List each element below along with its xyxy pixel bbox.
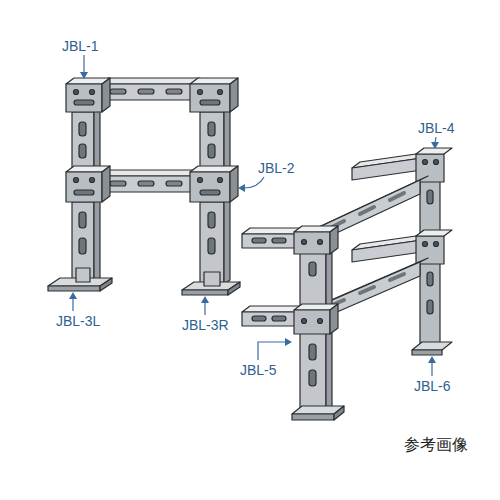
part-label: JBL-6 — [414, 378, 451, 394]
part-label: JBL-1 — [62, 38, 99, 54]
reference-note: 参考画像 — [404, 436, 468, 454]
leader-arrows — [73, 55, 436, 376]
part-label: JBL-5 — [240, 362, 277, 378]
part-label: JBL-4 — [418, 120, 455, 136]
part-label: JBL-3R — [182, 317, 229, 333]
part-label: JBL-2 — [258, 160, 295, 176]
left-frame — [48, 78, 240, 295]
arrow-heads — [69, 72, 439, 363]
part-label: JBL-3L — [56, 313, 100, 329]
right-frame — [242, 148, 452, 420]
